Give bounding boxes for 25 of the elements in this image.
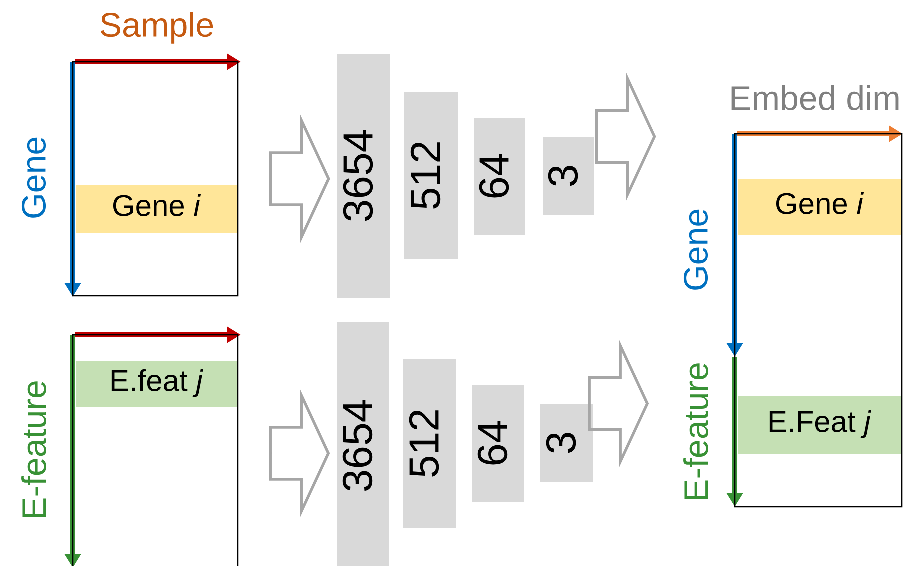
row-band: Gene i (76, 185, 237, 234)
layer-block: 3 (543, 137, 594, 215)
axis-label: Gene (22, 138, 46, 218)
matrix-box (72, 334, 239, 566)
layer-block: 3 (540, 404, 593, 482)
matrix-box (734, 133, 903, 508)
layer-block: 3654 (337, 322, 389, 566)
axis-label: E-feature (684, 364, 708, 500)
block-arrow (595, 72, 656, 202)
axis-label: Sample (100, 12, 214, 44)
layer-block: 512 (403, 359, 456, 528)
block-arrow (269, 389, 330, 518)
axis-label: Embed dim (732, 86, 899, 110)
layer-block: 64 (474, 118, 525, 235)
layer-block: 3654 (337, 54, 390, 298)
axis-label: Gene (684, 210, 708, 290)
axis-label: E-feature (22, 382, 46, 518)
layer-block: 512 (404, 92, 458, 259)
matrix-box (72, 61, 239, 297)
row-band: E.feat j (76, 361, 237, 408)
block-arrow (588, 339, 650, 468)
row-band: Gene i (738, 179, 901, 236)
block-arrow (269, 114, 330, 244)
layer-block: 64 (472, 385, 524, 502)
row-band: E.Feat j (738, 396, 901, 454)
